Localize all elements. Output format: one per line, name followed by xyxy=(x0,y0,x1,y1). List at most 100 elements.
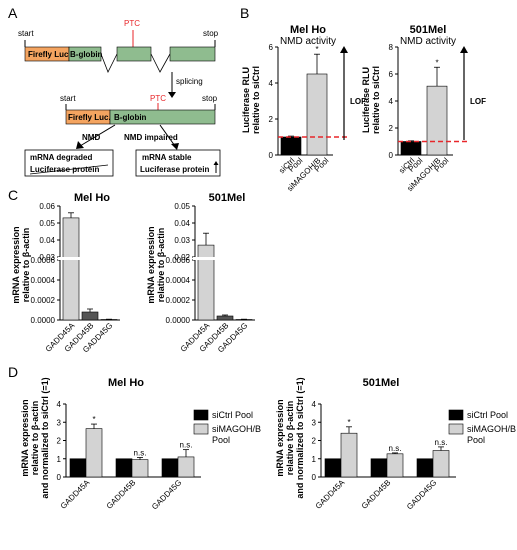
bar xyxy=(216,315,234,321)
legend-label: siMAGOH/B xyxy=(212,424,261,434)
strikethrough-line xyxy=(29,164,109,175)
panel-label-d: D xyxy=(8,364,18,380)
y-axis-label: Luciferase RLUrelative to siCtrl xyxy=(361,66,381,134)
y-tick-label: 0 xyxy=(57,473,62,482)
bglobin-label-bottom: B-globin xyxy=(114,113,147,122)
axis-break-gap xyxy=(58,257,96,260)
bar xyxy=(177,456,195,478)
intron-1-top xyxy=(100,53,118,73)
nmd-arrowhead xyxy=(76,141,84,149)
significance-mark: n.s. xyxy=(180,441,193,450)
significance-mark: n.s. xyxy=(134,448,147,457)
bar xyxy=(280,136,302,156)
y-tick-label: 0.04 xyxy=(174,219,190,228)
chart-title: 501Mel xyxy=(363,377,400,389)
stable-line-1: mRNA stable xyxy=(142,153,192,162)
category-label: GADD45B xyxy=(105,478,138,511)
stop-label-top: stop xyxy=(203,29,219,38)
bar xyxy=(340,432,358,478)
chart-c-501mel: 501Mel0.020.030.040.050.00000.00020.0004… xyxy=(146,192,255,354)
y-tick-label: 2 xyxy=(389,124,394,133)
category-label: GADD45B xyxy=(360,478,393,511)
chart-subtitle: NMD activity xyxy=(280,36,336,47)
legend-swatch xyxy=(448,423,464,435)
y-tick-label: 2 xyxy=(269,115,274,124)
bar xyxy=(115,458,133,478)
bglobin-exon-3-top xyxy=(169,46,216,62)
y-tick-label: 0 xyxy=(269,151,274,160)
bar xyxy=(69,458,87,478)
stop-label-bottom: stop xyxy=(202,94,218,103)
category-label: GADD45G xyxy=(405,478,438,511)
y-tick-label: 0.0000 xyxy=(166,316,191,325)
splicing-arrowhead xyxy=(168,92,176,98)
bar xyxy=(81,311,99,321)
y-tick-label: 0.0000 xyxy=(31,316,56,325)
y-tick-label: 4 xyxy=(389,97,394,106)
degraded-box xyxy=(24,149,114,177)
bar xyxy=(386,453,404,478)
bglobin-exon-2-top xyxy=(116,46,152,62)
firefly-label-bottom: Firefly Luc. xyxy=(68,113,111,122)
y-tick-label: 2 xyxy=(312,437,317,446)
significance-mark: * xyxy=(315,45,318,54)
legend-swatch xyxy=(193,423,209,435)
y-tick-label: 4 xyxy=(312,400,317,409)
panel-label-b: B xyxy=(240,5,249,21)
firefly-label-top: Firefly Luc. xyxy=(28,50,71,59)
bar xyxy=(416,458,434,478)
y-tick-label: 4 xyxy=(57,400,62,409)
axis-break-gap xyxy=(193,257,231,260)
lof-label: LOF xyxy=(470,97,486,106)
significance-mark: n.s. xyxy=(389,444,402,453)
y-tick-label: 6 xyxy=(389,70,394,79)
bar xyxy=(306,73,328,156)
y-tick-label: 1 xyxy=(57,455,62,464)
y-tick-label: 0.0006 xyxy=(31,256,56,265)
bar xyxy=(370,458,388,478)
y-tick-label: 3 xyxy=(312,418,317,427)
legend-label: siMAGOH/B xyxy=(467,424,516,434)
category-label: GADD45G xyxy=(150,478,183,511)
ptc-label-top: PTC xyxy=(124,19,140,28)
panel-label-c: C xyxy=(8,187,18,203)
chart-d-501mel: 501Mel01234*GADD45An.s.GADD45Bn.s.GADD45… xyxy=(275,377,516,511)
bglobin-label-top: B-globin xyxy=(70,50,103,59)
bar xyxy=(161,458,179,478)
chart-title: Mel Ho xyxy=(290,24,326,36)
chart-subtitle: NMD activity xyxy=(400,36,456,47)
panel-label-a: A xyxy=(8,5,18,21)
y-tick-label: 0.0006 xyxy=(166,256,191,265)
y-tick-label: 4 xyxy=(269,79,274,88)
bar xyxy=(432,450,450,478)
y-tick-label: 1 xyxy=(312,455,317,464)
significance-mark: * xyxy=(347,418,350,427)
chart-c-melho: Mel Ho0.030.040.050.060.00000.00020.0004… xyxy=(11,192,120,354)
nmd-impaired-arrow xyxy=(159,124,176,147)
y-tick-label: 0.0002 xyxy=(166,296,191,305)
y-axis-label: mRNA expressionrelative to β-actinand no… xyxy=(275,377,305,498)
chart-title: Mel Ho xyxy=(108,377,144,389)
nmd-impaired-label: NMD impaired xyxy=(124,133,178,142)
bar xyxy=(197,244,215,321)
nmd-label: NMD xyxy=(82,133,100,142)
y-axis-label: mRNA expressionrelative to β-actin xyxy=(11,226,31,303)
y-tick-label: 0.06 xyxy=(39,202,55,211)
up-arrow-icon xyxy=(213,161,219,165)
y-tick-label: 0.0002 xyxy=(31,296,56,305)
intron-2-top xyxy=(150,53,171,73)
start-label-bottom: start xyxy=(60,94,76,103)
bar xyxy=(426,85,448,156)
nmd-reporter-schematic: start stop PTC Firefly Luc. B-globin spl… xyxy=(18,19,221,177)
significance-mark: * xyxy=(435,58,438,67)
y-tick-label: 0.02 xyxy=(174,253,190,262)
y-tick-label: 0.0004 xyxy=(166,276,191,285)
category-label: GADD45A xyxy=(314,478,347,511)
y-tick-label: 6 xyxy=(269,43,274,52)
y-tick-label: 0.05 xyxy=(39,219,55,228)
y-tick-label: 0.03 xyxy=(39,253,55,262)
legend-label: Pool xyxy=(467,435,485,445)
